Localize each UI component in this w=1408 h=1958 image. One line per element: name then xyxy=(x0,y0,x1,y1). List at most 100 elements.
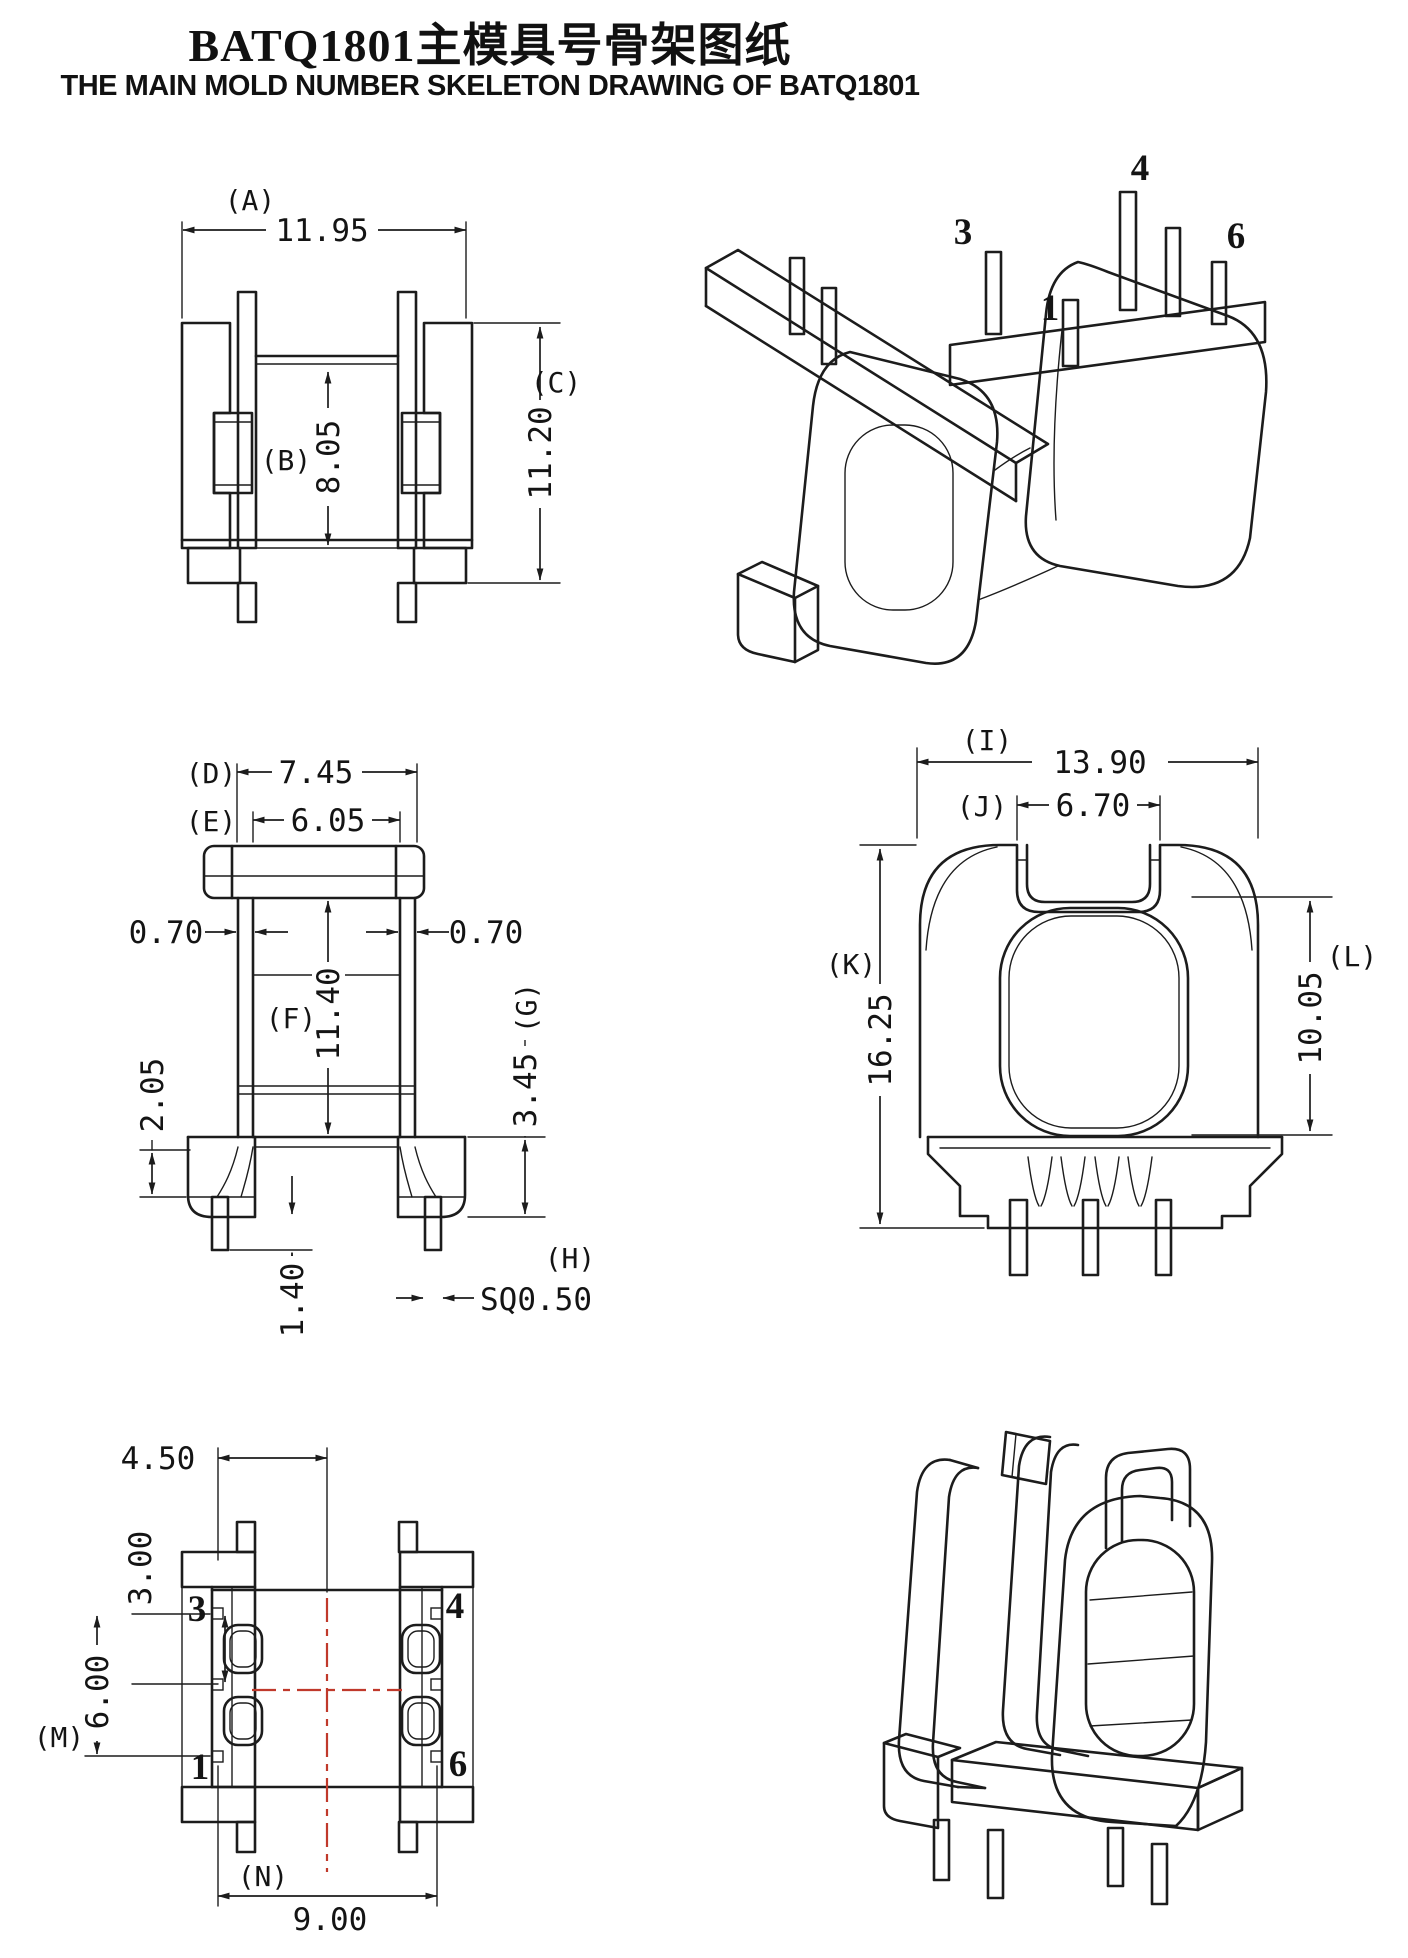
end-dimensions: (I) 13.90 (J) 6.70 16.25 (K) 10.05 (L) xyxy=(826,724,1378,1229)
dim-N-value: 9.00 xyxy=(293,1902,368,1938)
dim-pin-square: SQ0.50 xyxy=(480,1282,592,1318)
view-end: (I) 13.90 (J) 6.70 16.25 (K) 10.05 (L) xyxy=(826,724,1378,1277)
dim-M-label: (M) xyxy=(34,1721,85,1754)
dim-D-label: (D) xyxy=(186,757,237,790)
dim-E-label: (E) xyxy=(186,805,237,838)
dim-row-pitch: 3.00 xyxy=(123,1531,159,1606)
side-part-outline xyxy=(186,844,467,1252)
rear-flange xyxy=(1024,260,1268,589)
slot xyxy=(400,1623,442,1675)
pin xyxy=(1164,226,1182,318)
pin-pad-4 xyxy=(430,1607,443,1620)
pin-number-6: 6 xyxy=(449,1744,468,1785)
u-notch-bracket xyxy=(1104,1447,1192,1550)
oval-hole xyxy=(998,906,1190,1138)
drawing-title-en: THE MAIN MOLD NUMBER SKELETON DRAWING OF… xyxy=(60,70,920,103)
dim-I-value: 13.90 xyxy=(1053,745,1146,781)
pin-number-4: 4 xyxy=(446,1586,465,1627)
foot-left xyxy=(186,546,242,585)
drawing-title-cn: BATQ1801主模具号骨架图纸 xyxy=(188,20,792,71)
iso-top-pins xyxy=(788,190,1228,368)
base-top xyxy=(950,1740,1244,1790)
pin-pad-1 xyxy=(211,1750,224,1763)
dim-J-value: 6.70 xyxy=(1056,788,1131,824)
notch-tab xyxy=(1000,1430,1052,1486)
bobbin-block-right xyxy=(400,411,442,495)
pin-number-1: 1 xyxy=(1041,288,1060,329)
view-iso-top: 3 4 1 6 xyxy=(704,148,1268,665)
base-foot-right xyxy=(396,1135,467,1219)
dim-L-label: (L) xyxy=(1327,940,1378,973)
pin-pad-3 xyxy=(211,1607,224,1620)
pin-number-3: 3 xyxy=(954,212,973,253)
dim-K-value: 16.25 xyxy=(863,993,899,1086)
dim-wall-right: 0.70 xyxy=(449,915,524,951)
view-iso-bottom xyxy=(882,1430,1244,1906)
pin xyxy=(932,1818,951,1882)
iso-bottom-pins xyxy=(932,1818,1169,1906)
pin-1 xyxy=(1061,298,1080,368)
bottom-dimensions: 4.50 3.00 6.00 (M) (N) 9.00 xyxy=(34,1441,438,1938)
dim-E-value: 6.05 xyxy=(291,803,366,839)
pin xyxy=(1008,1198,1029,1277)
pin xyxy=(788,256,806,336)
view-bottom: 4.50 3.00 6.00 (M) (N) 9.00 3 4 1 6 xyxy=(34,1441,475,1938)
dim-F-value: 11.40 xyxy=(311,967,347,1060)
body-outline xyxy=(918,843,1260,1139)
pin xyxy=(236,581,258,624)
dim-C-value: 11.20 xyxy=(523,406,559,499)
dim-pin-offset: 4.50 xyxy=(121,1441,196,1477)
pin xyxy=(1154,1198,1173,1277)
view-front: (A) 11.95 8.05 (B) 11.20 (C) xyxy=(180,184,581,624)
post-left xyxy=(236,290,258,550)
base-foot-left xyxy=(186,1135,257,1219)
pin xyxy=(423,1195,443,1252)
dim-L-value: 10.05 xyxy=(1293,971,1329,1064)
dim-J-label: (J) xyxy=(957,790,1008,823)
title-block: BATQ1801主模具号骨架图纸 THE MAIN MOLD NUMBER SK… xyxy=(0,20,980,103)
pin-number-6: 6 xyxy=(1227,216,1246,257)
pin xyxy=(1150,1842,1169,1906)
front-dimensions: (A) 11.95 8.05 (B) 11.20 (C) xyxy=(181,184,581,584)
dim-A-label: (A) xyxy=(225,184,276,217)
pin-3 xyxy=(984,250,1003,336)
dim-N-label: (N) xyxy=(238,1860,289,1893)
dim-step-value: 2.05 xyxy=(135,1058,171,1133)
side-dimensions: (D) 7.45 (E) 6.05 0.70 0.70 11.40 (F) xyxy=(129,755,596,1346)
dim-K-label: (K) xyxy=(826,948,877,981)
dim-B-label: (B) xyxy=(261,444,312,477)
dim-G-value: 3.45 xyxy=(508,1053,544,1128)
dim-wall-left: 0.70 xyxy=(129,915,204,951)
slot xyxy=(222,1695,264,1747)
dim-B-value: 8.05 xyxy=(311,420,347,495)
pin xyxy=(1106,1826,1125,1888)
pin-pad xyxy=(430,1678,443,1691)
pin-6 xyxy=(1210,260,1228,326)
dim-H-label: (H) xyxy=(545,1242,596,1275)
pin xyxy=(820,286,838,366)
pin xyxy=(1081,1198,1100,1277)
mounting-base xyxy=(926,1135,1284,1230)
dim-I-label: (I) xyxy=(962,724,1013,757)
dim-pin-length: 1.40 xyxy=(275,1263,311,1338)
pin xyxy=(210,1195,230,1252)
iso-bottom-body xyxy=(882,1430,1244,1832)
front-flange xyxy=(792,350,999,665)
foot-right xyxy=(412,546,468,585)
pin xyxy=(986,1828,1005,1900)
pin xyxy=(396,581,418,624)
dim-F-label: (F) xyxy=(266,1002,317,1035)
pin-number-4: 4 xyxy=(1131,148,1150,189)
slot xyxy=(400,1695,442,1747)
view-side: (D) 7.45 (E) 6.05 0.70 0.70 11.40 (F) xyxy=(129,755,596,1346)
dim-D-value: 7.45 xyxy=(279,755,354,791)
dim-G-label: (G) xyxy=(510,983,543,1034)
pin-pad-6 xyxy=(430,1750,443,1763)
winding-window xyxy=(844,424,954,611)
bobbin-block-left xyxy=(212,411,254,495)
top-flange xyxy=(202,844,426,900)
pin-number-1: 1 xyxy=(191,1747,210,1788)
dim-row-span: 6.00 xyxy=(80,1655,116,1730)
